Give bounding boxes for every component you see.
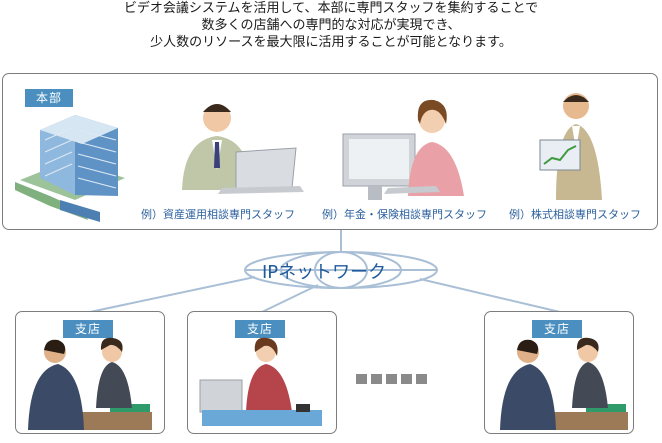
more-branches-dots <box>356 374 431 393</box>
branch-2-illustration <box>200 338 322 426</box>
branch-3-illustration <box>500 338 628 430</box>
branch-1-illustration <box>28 338 152 430</box>
